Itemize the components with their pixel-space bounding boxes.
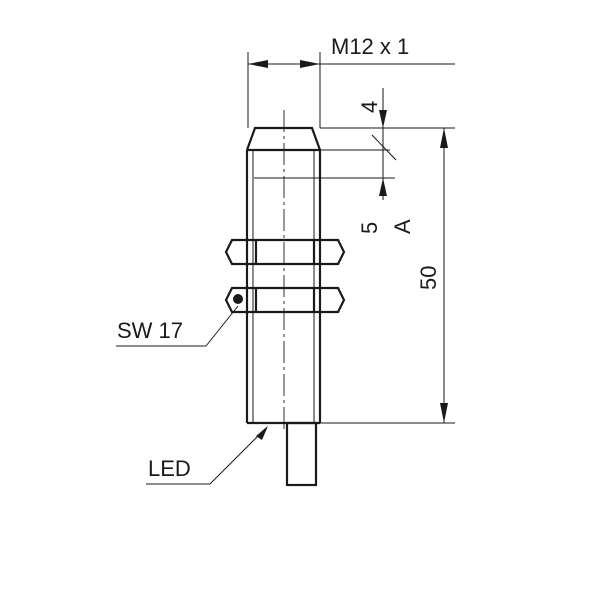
arrowhead: [300, 60, 320, 68]
sensing-dimensions: 4 5 A: [254, 88, 455, 234]
arrowhead: [379, 178, 387, 196]
dim-4-label: 4: [357, 101, 382, 113]
ref-a-label: A: [390, 219, 415, 234]
length-dimension: 50: [320, 128, 455, 424]
sensor-body: [245, 110, 322, 430]
arrowhead: [440, 128, 448, 148]
arrowhead: [256, 426, 268, 440]
thread-label: M12 x 1: [331, 34, 409, 59]
hex-nut-upper: [224, 238, 346, 266]
dim-50-label: 50: [416, 266, 441, 290]
led-callout: LED: [146, 426, 268, 485]
wrench-size-label: SW 17: [117, 318, 183, 343]
cable: [285, 421, 318, 487]
led-indicator: [233, 294, 243, 304]
wrench-size-callout: SW 17: [116, 305, 239, 347]
arrowhead: [379, 110, 387, 128]
arrowhead: [440, 403, 448, 423]
arrowhead: [248, 60, 268, 68]
led-label: LED: [148, 456, 191, 481]
thread-dimension: M12 x 1: [247, 34, 455, 128]
hex-nut-lower: [224, 286, 346, 314]
dim-5-label: 5: [357, 222, 382, 234]
